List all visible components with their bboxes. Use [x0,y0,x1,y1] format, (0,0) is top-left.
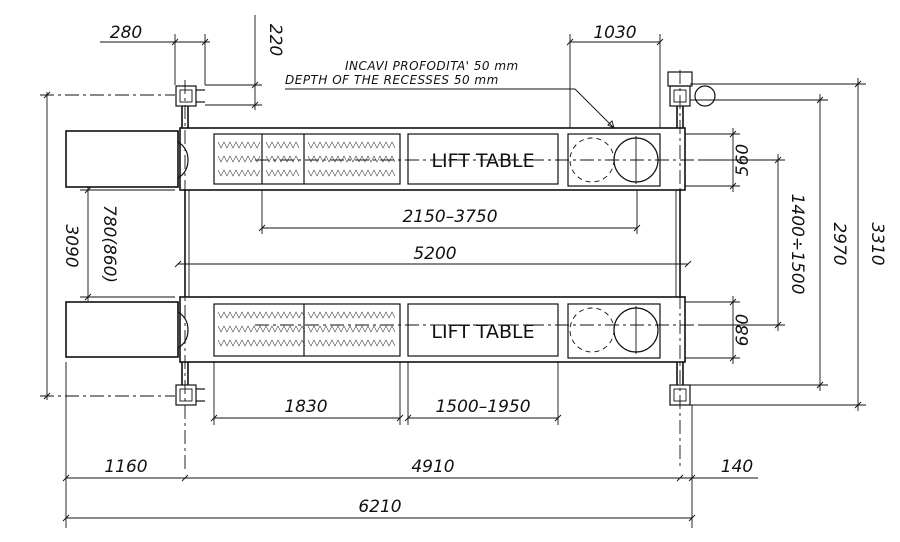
dim-track-range: 1400÷1500 [700,154,807,331]
dim-table-range-label: 1500–1950 [435,397,530,417]
center-lines [40,70,700,470]
dim-wheelbase: 2150–3750 [258,190,641,234]
recess-note: INCAVI PROFODITA' 50 mm DEPTH OF THE REC… [285,59,615,129]
upper-runway: LIFT TABLE [65,127,686,191]
dim-track-range-label: 1400÷1500 [787,194,807,295]
dim-rear-zone: 1030 [566,23,664,128]
dim-overall-length: 6210 [62,497,696,522]
lower-runway: LIFT TABLE [65,296,686,363]
dim-outer-width-label: 3090 [61,224,81,267]
dim-track-gap: 780(860) [80,186,175,301]
dim-rear-overhang-label: 140 [721,457,753,477]
post-front-top [175,85,205,128]
note-line-1: INCAVI PROFODITA' 50 mm [345,59,519,73]
dim-turntable-zone: 1830 [210,362,404,425]
upper-grip-pattern [217,141,396,177]
post-rear-top [667,71,716,128]
dim-table-range: 1500–1950 [404,362,562,425]
dim-front-overhang-label: 1160 [104,457,147,477]
dim-turntable-zone-label: 1830 [284,397,327,417]
post-front-bottom [175,362,205,406]
dim-post-width: 280 [100,23,210,85]
dim-inner-length-label: 5200 [413,244,456,264]
dim-overall-width-label: 3310 [867,222,887,265]
dim-chain-lengths: 1160 4910 140 [62,362,758,528]
dim-wheelbase-label: 2150–3750 [402,207,497,227]
dim-lower-runway-width: 680 [685,296,753,364]
lower-grip-pattern [217,311,396,347]
dim-outer-width: 3090 [43,91,81,400]
dim-lower-runway-width-label: 680 [733,314,753,346]
dim-post-offset-label: 220 [265,24,285,56]
dim-inner-length: 5200 [174,244,692,268]
note-line-2: DEPTH OF THE RECESSES 50 mm [285,73,499,87]
dim-rear-zone-label: 1030 [593,23,636,43]
dim-post-offset: 220 [205,15,285,110]
upper-lift-table-label: LIFT TABLE [431,150,534,172]
dim-track-gap-label: 780(860) [99,205,119,283]
dim-post-span: 2970 [690,94,849,391]
post-rear-bottom [669,362,691,406]
dim-post-span-label: 2970 [829,222,849,265]
cross-beams [184,190,681,297]
lower-lift-table-label: LIFT TABLE [431,321,534,343]
dim-post-width-label: 280 [110,23,142,43]
dim-column-distance-label: 4910 [411,457,454,477]
dim-overall-width: 3310 [690,78,887,411]
dim-overall-length-label: 6210 [358,497,401,517]
